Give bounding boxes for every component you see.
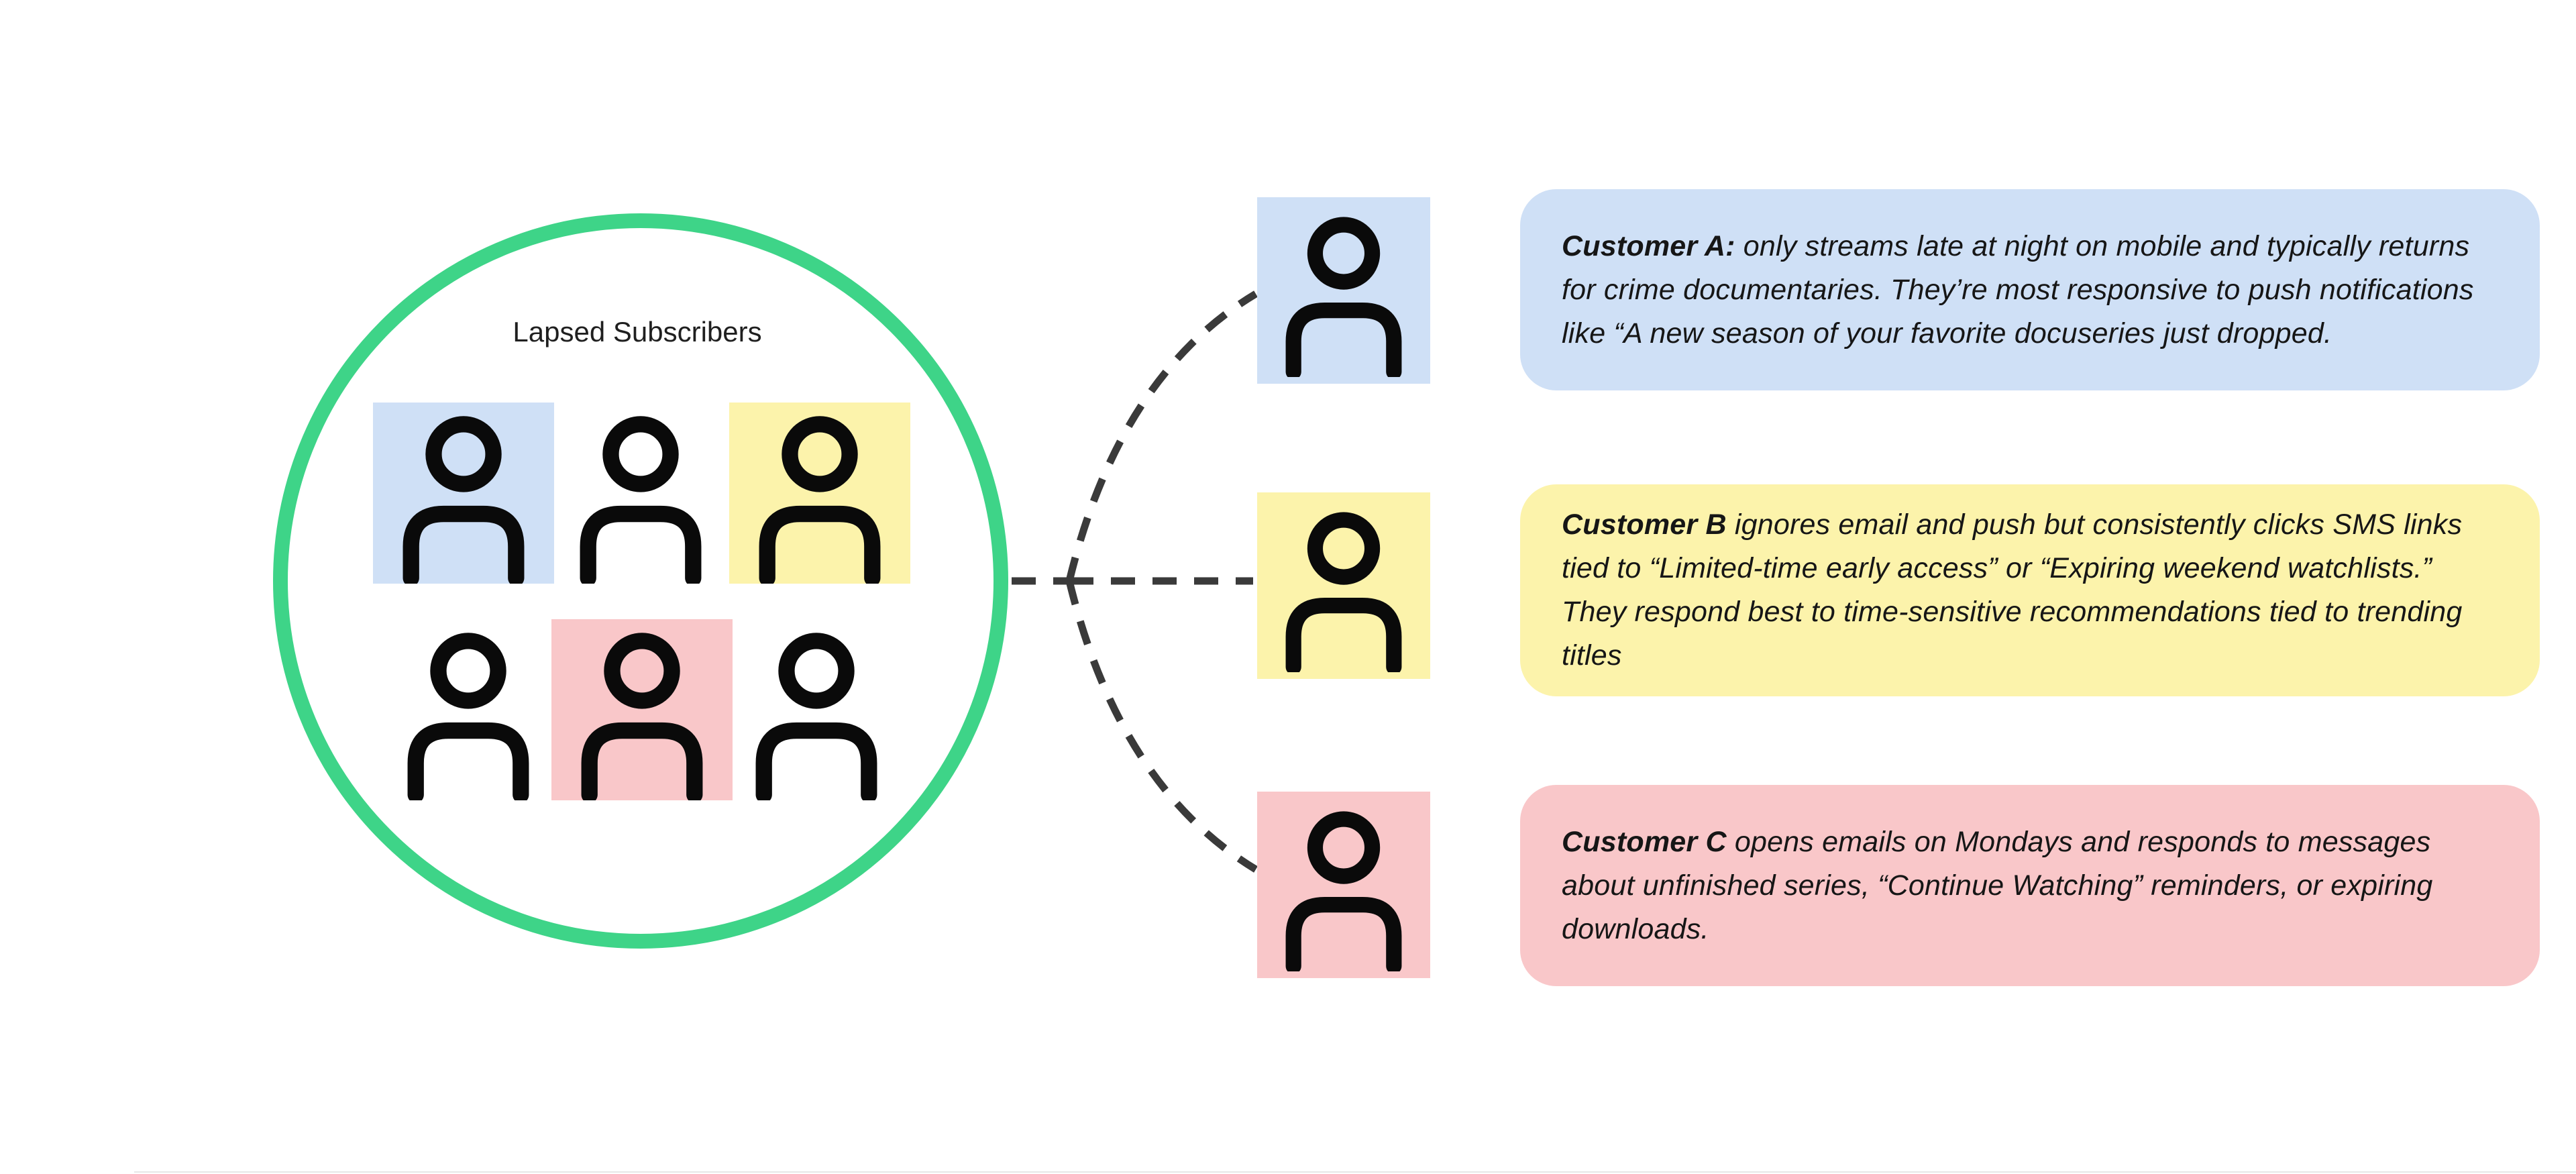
- subscriber-tile-plain: [726, 619, 907, 800]
- person-icon: [729, 403, 910, 584]
- customer-b-icon-tile: [1257, 492, 1430, 679]
- subscriber-tile-plain: [378, 619, 559, 800]
- person-icon: [550, 403, 731, 584]
- subscriber-tile-pink: [551, 619, 733, 800]
- subscriber-tile-yellow: [729, 403, 910, 584]
- subscriber-tile-blue: [373, 403, 554, 584]
- customer-b-card: Customer B ignores email and push but co…: [1520, 484, 2540, 696]
- person-icon: [551, 619, 733, 800]
- customer-a-card: Customer A: only streams late at night o…: [1520, 189, 2540, 390]
- person-icon: [373, 403, 554, 584]
- person-icon: [726, 619, 907, 800]
- person-icon: [1257, 197, 1430, 384]
- connector-to-customer-c: [1065, 580, 1258, 873]
- canvas-bottom-divider: [134, 1171, 2576, 1173]
- customer-a-icon-tile: [1257, 197, 1430, 384]
- cluster-label: Lapsed Subscribers: [513, 316, 762, 348]
- segment-circle: [273, 213, 1008, 949]
- customer-c-card: Customer C opens emails on Mondays and r…: [1520, 785, 2540, 986]
- customer-c-description: Customer C opens emails on Mondays and r…: [1562, 825, 2433, 945]
- person-icon: [378, 619, 559, 800]
- customer-a-label: Customer A:: [1562, 229, 1735, 262]
- connector-lines: [1012, 290, 1258, 873]
- customer-c-icon-tile: [1257, 792, 1430, 978]
- customer-b-label: Customer B: [1562, 509, 1727, 541]
- customer-c-label: Customer C: [1562, 825, 1727, 858]
- customer-b-description: Customer B ignores email and push but co…: [1562, 509, 2463, 672]
- subscriber-tile-plain: [550, 403, 731, 584]
- person-icon: [1257, 492, 1430, 679]
- person-icon: [1257, 792, 1430, 978]
- connector-to-customer-a: [1065, 290, 1258, 582]
- customer-a-description: Customer A: only streams late at night o…: [1562, 229, 2474, 350]
